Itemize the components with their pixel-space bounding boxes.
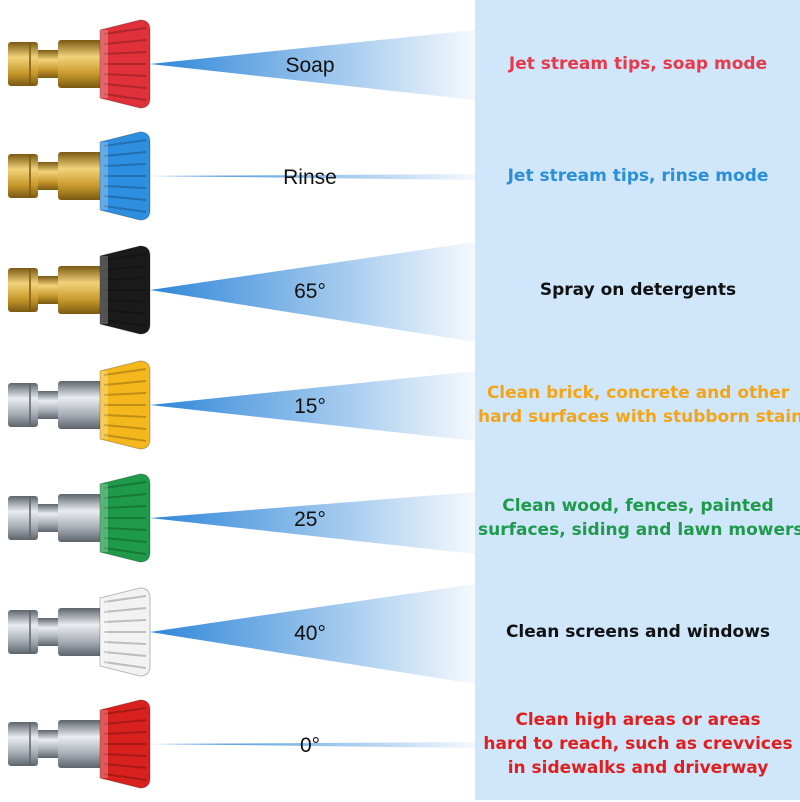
tip-description: Jet stream tips, rinse mode <box>478 164 798 188</box>
tip-description-line: Clean brick, concrete and other <box>486 383 790 403</box>
tip-description: Spray on detergents <box>478 278 798 302</box>
tip-description: Clean high areas or areas hard to reach, … <box>478 708 798 780</box>
spray-angle-label: Soap <box>285 54 335 77</box>
tip-row: 65° Spray on detergents <box>0 234 800 348</box>
tip-description-line: Clean screens and windows <box>505 622 771 642</box>
nozzle-graphic <box>8 242 475 342</box>
spray-pattern <box>150 242 475 342</box>
tip-row: 0° Clean high areas or areas hard to reach… <box>0 688 800 802</box>
tip-row: Rinse Jet stream tips, rinse mode <box>0 120 800 234</box>
tip-row: 25° Clean wood, fences, painted surfaces, … <box>0 462 800 576</box>
spray-pattern <box>150 492 475 554</box>
spray-pattern <box>150 742 475 748</box>
tip-description: Clean brick, concrete and other hard surf… <box>478 381 800 429</box>
nozzle-tip-icon <box>99 587 151 677</box>
tip-row: Soap Jet stream tips, soap mode <box>0 8 800 122</box>
fitting-icon <box>8 266 102 314</box>
tip-description-line: Clean high areas or areas <box>515 710 761 730</box>
spray-pattern <box>150 584 475 684</box>
fitting-icon <box>8 720 102 768</box>
nozzle-graphic <box>8 584 475 684</box>
tip-description-line: in sidewalks and driverway <box>507 758 769 778</box>
tip-row: 15° Clean brick, concrete and other hard s… <box>0 349 800 463</box>
tip-description: Clean wood, fences, painted surfaces, sid… <box>478 494 800 542</box>
tip-row: 40° Clean screens and windows <box>0 576 800 690</box>
tip-description-line: Jet stream tips, rinse mode <box>507 166 769 186</box>
spray-angle-label: 15° <box>294 395 326 418</box>
tip-description-line: hard surfaces with stubborn stains <box>478 407 800 427</box>
tip-description: Jet stream tips, soap mode <box>478 52 798 76</box>
nozzle-graphic <box>8 19 475 109</box>
nozzle-graphic <box>8 473 475 563</box>
nozzle-tip-icon <box>99 699 151 789</box>
nozzle-tip-icon <box>99 245 151 335</box>
tip-description-line: surfaces, siding and lawn mowers <box>478 520 800 540</box>
tip-description-line: Spray on detergents <box>539 280 737 300</box>
nozzle-tip-icon <box>99 473 151 563</box>
nozzle-tip-icon <box>99 360 151 450</box>
spray-pattern <box>150 371 475 441</box>
spray-angle-label: 25° <box>294 508 326 531</box>
description-panel <box>475 0 800 800</box>
spray-pattern <box>150 174 475 180</box>
spray-angle-label: Rinse <box>283 166 337 189</box>
fitting-icon <box>8 381 102 429</box>
nozzle-tip-icon <box>99 131 151 221</box>
fitting-icon <box>8 494 102 542</box>
tip-description-line: hard to reach, such as crevvices <box>483 734 793 754</box>
nozzle-graphic <box>8 699 475 789</box>
spray-angle-label: 65° <box>294 280 326 303</box>
fitting-icon <box>8 152 102 200</box>
spray-pattern <box>150 30 475 100</box>
tip-description-line: Jet stream tips, soap mode <box>508 54 768 74</box>
fitting-icon <box>8 608 102 656</box>
nozzle-graphic <box>8 131 475 221</box>
nozzle-tip-icon <box>99 19 151 109</box>
spray-angle-label: 40° <box>294 622 326 645</box>
fitting-icon <box>8 40 102 88</box>
spray-angle-label: 0° <box>299 734 321 757</box>
nozzle-graphic <box>8 360 475 450</box>
tip-description-line: Clean wood, fences, painted <box>502 496 774 516</box>
tip-description: Clean screens and windows <box>478 620 798 644</box>
